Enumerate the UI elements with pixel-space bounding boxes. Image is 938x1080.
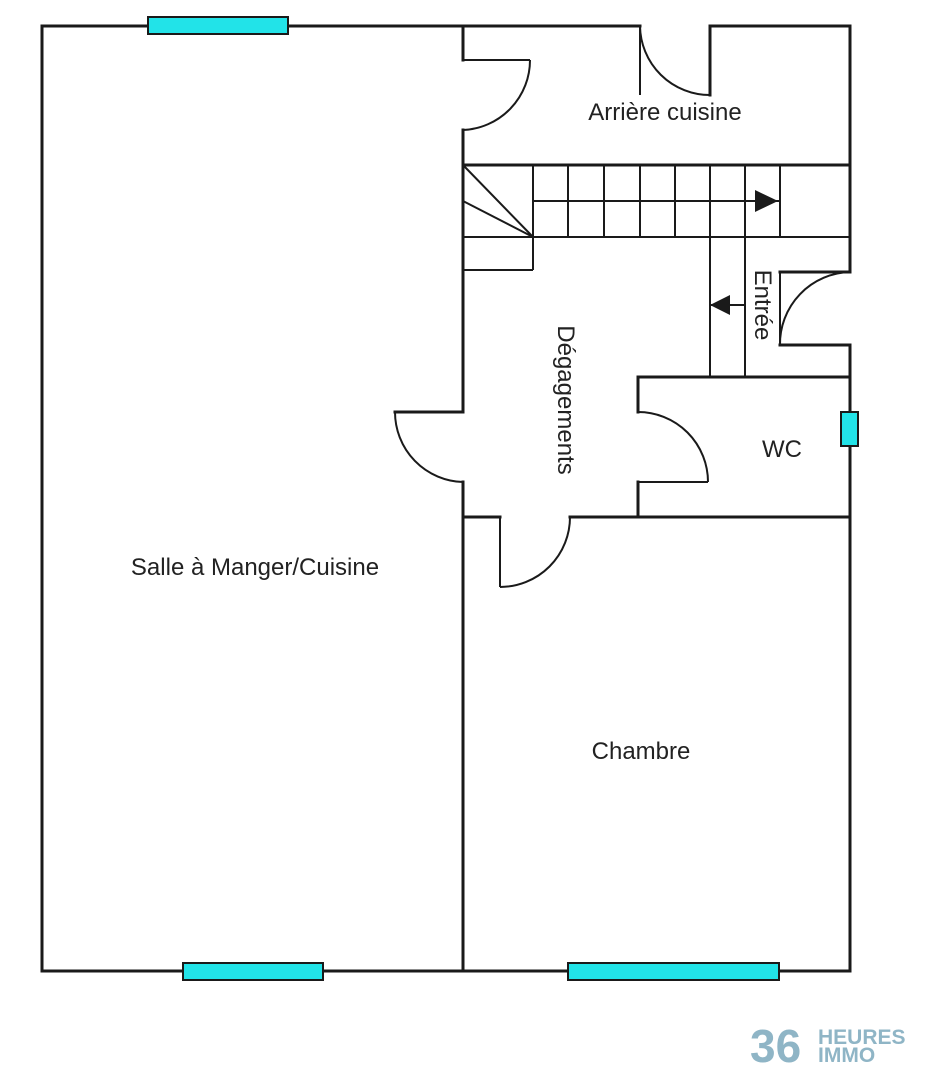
stair-down-arrow-icon <box>710 295 730 315</box>
room-label-entree: Entrée <box>749 270 776 341</box>
window-top <box>147 16 289 35</box>
logo-word-heures: HEURES <box>818 1026 906 1049</box>
outer-walls <box>40 24 852 973</box>
logo-number: 36 <box>750 1020 801 1072</box>
room-label-arriere-cuisine: Arrière cuisine <box>588 99 741 126</box>
window-bottom-left <box>182 962 324 981</box>
logo-word-immo: IMMO <box>818 1044 875 1067</box>
room-label-chambre: Chambre <box>592 738 691 765</box>
room-label-salle-manger: Salle à Manger/Cuisine <box>131 554 379 581</box>
stair-up-arrow-icon <box>755 190 778 212</box>
windows <box>147 16 859 981</box>
window-bottom-right <box>567 962 780 981</box>
doors <box>394 25 851 588</box>
window-wc <box>840 411 859 447</box>
room-label-degagements: Dégagements <box>552 325 579 474</box>
staircase <box>462 164 851 377</box>
room-label-wc: WC <box>762 436 802 463</box>
brand-logo: 36 HEURES IMMO <box>750 1020 906 1072</box>
